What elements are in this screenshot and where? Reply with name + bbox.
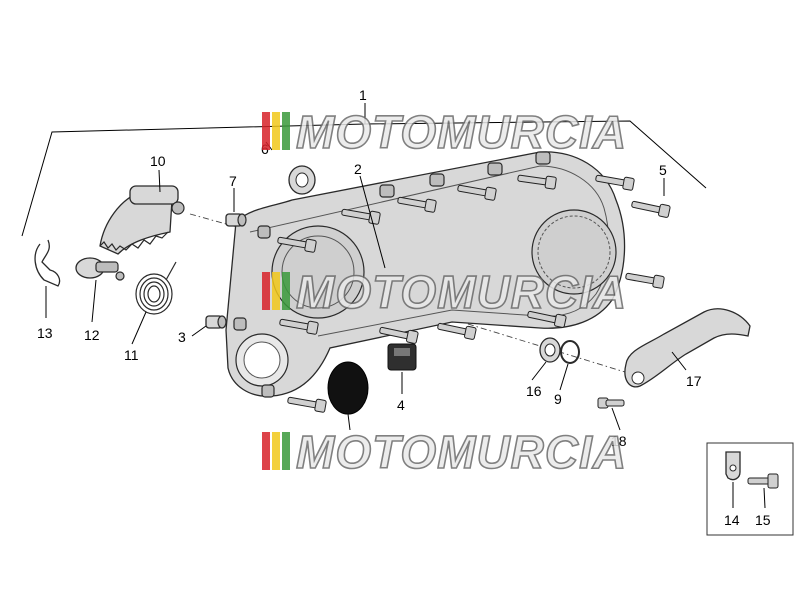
washer-part-16	[539, 337, 561, 363]
label-part-14: 14	[724, 512, 740, 528]
label-part-5: 5	[659, 162, 667, 178]
screw-part-18	[597, 397, 625, 409]
watermark-text-middle: MOTOMURCIA	[296, 266, 627, 318]
label-part-18: 18	[611, 433, 627, 449]
bush-part-3	[205, 315, 227, 329]
pinion-part-12	[75, 257, 125, 281]
label-part-7: 7	[229, 173, 237, 189]
bush-part-7	[225, 213, 247, 227]
label-part-2: 2	[354, 161, 362, 177]
watermark-middle: MOTOMURCIA	[262, 265, 627, 319]
label-part-17: 17	[686, 373, 702, 389]
label-part-1: 1	[359, 87, 367, 103]
kickstart-lever-part-17	[624, 308, 751, 388]
oil-seal-part-6	[288, 165, 316, 195]
label-part-3: 3	[178, 329, 186, 345]
label-part-16: 16	[526, 383, 542, 399]
inset-box	[706, 442, 794, 536]
transmission-cover	[225, 151, 626, 398]
label-part-11: 11	[124, 347, 139, 363]
label-part-9: 9	[554, 391, 562, 407]
leader-part-2	[359, 175, 386, 269]
rubber-block-part-4	[387, 343, 417, 371]
label-part-10: 10	[150, 153, 166, 169]
label-part-4: 4	[397, 397, 405, 413]
bolt-part-15	[747, 473, 779, 489]
part-labels: 1 2 3 4 5 6 7 9 10 11 12 13 14 15 16 17 …	[37, 87, 771, 528]
cover-cap	[327, 361, 369, 415]
bracket-part-14	[725, 451, 741, 481]
watermark-text-top: MOTOMURCIA	[296, 106, 627, 158]
watermark-top: MOTOMURCIA	[262, 105, 627, 159]
label-part-12: 12	[84, 327, 100, 343]
watermark-text-bottom: MOTOMURCIA	[296, 426, 627, 478]
kickstart-gear-part-10	[99, 185, 185, 255]
label-part-13: 13	[37, 325, 53, 341]
clip-part-13	[34, 239, 61, 287]
watermark-bottom: MOTOMURCIA	[262, 425, 627, 479]
circlip-part-9	[560, 340, 580, 364]
label-part-15: 15	[755, 512, 771, 528]
spring-part-11	[135, 261, 177, 315]
axis-line-right	[454, 319, 626, 373]
leader-cover-cap	[347, 413, 351, 431]
